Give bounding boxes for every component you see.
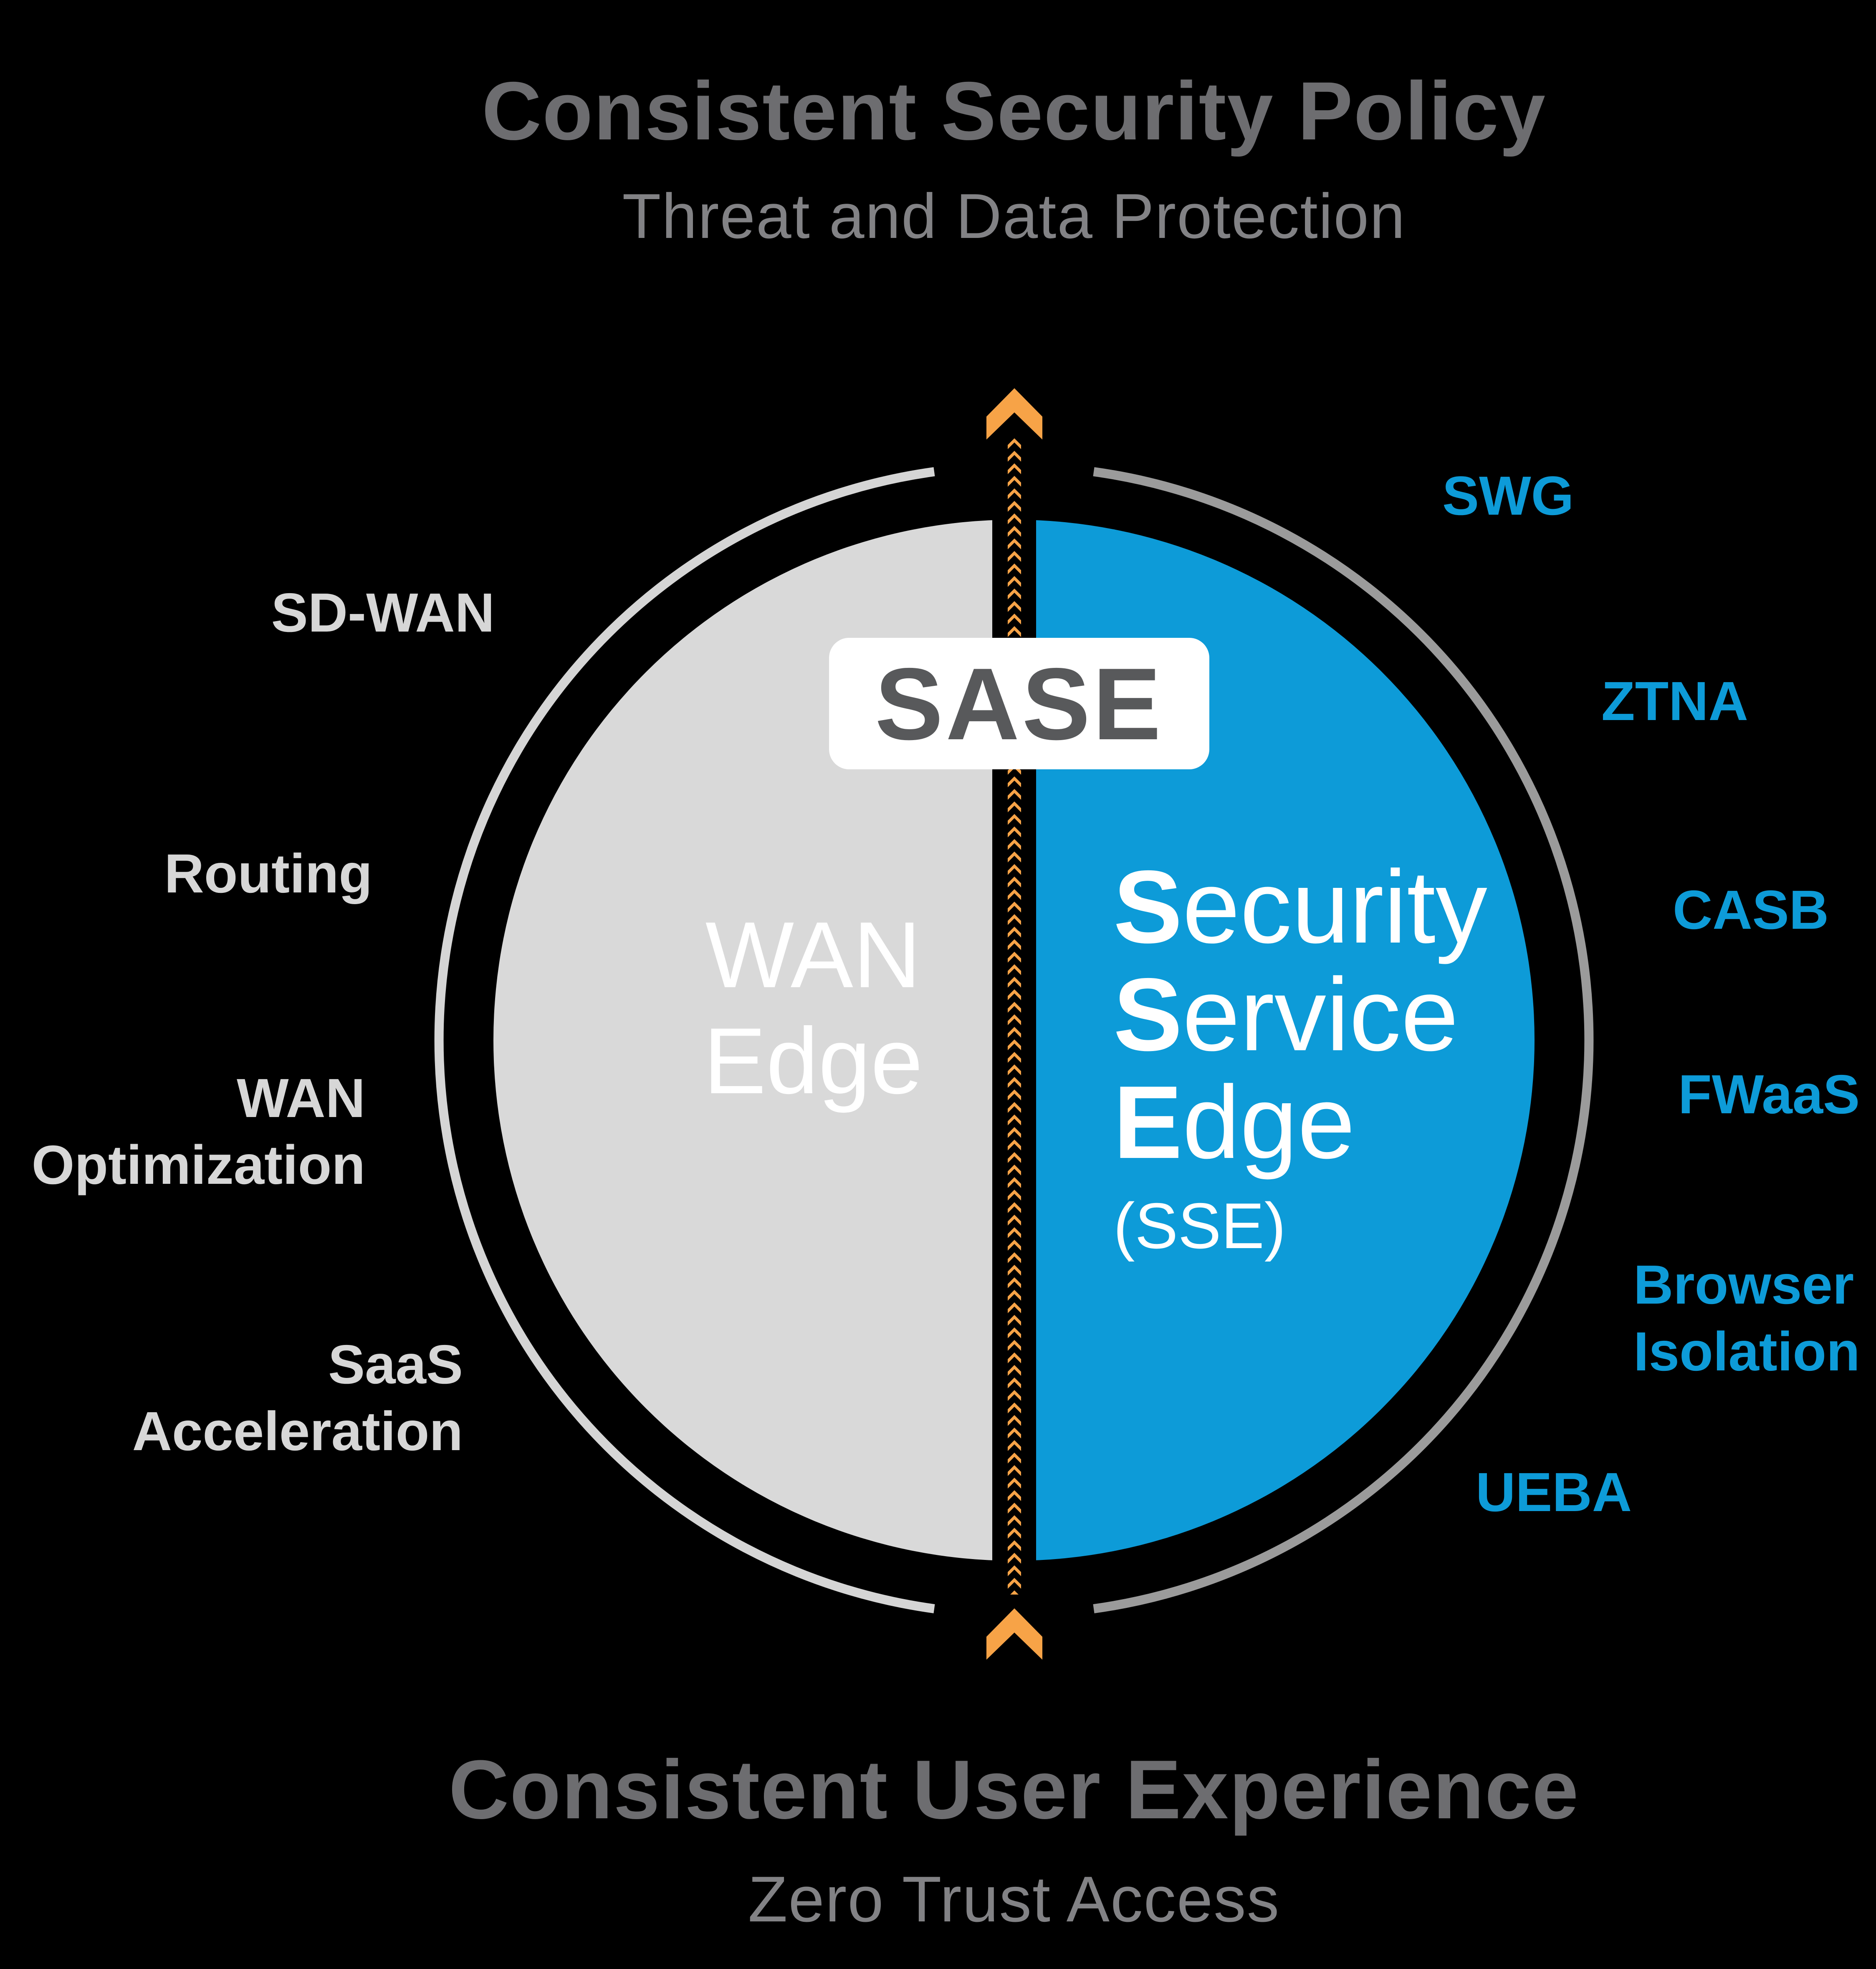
chevron-chain [986,438,1042,1595]
label-casb: CASB [1673,879,1829,940]
outer-ring-left-arc [434,467,935,1613]
label-ztna: ZTNA [1601,670,1748,732]
label-sd-wan: SD-WAN [271,582,495,643]
label-routing: Routing [164,843,372,904]
label-ueba: UEBA [1476,1461,1632,1523]
bottom-title: Consistent User Experience [448,1743,1580,1836]
wan-edge-line2: Edge [703,1008,923,1113]
arrowhead-top [986,388,1042,440]
outer-ring-right-arc [1093,467,1594,1613]
sse-line3: Edge [1113,1064,1355,1180]
sse-abbrev: (SSE) [1113,1190,1286,1262]
sse-line1: Security [1113,849,1487,965]
bottom-subtitle: Zero Trust Access [748,1863,1280,1935]
up-chevron-arrow-icon [986,388,1042,1660]
wan-edge-line1: WAN [705,902,921,1007]
top-subtitle: Threat and Data Protection [622,181,1406,252]
label-saas-acceleration: SaaS Acceleration [132,1334,463,1462]
arrowhead-bottom [986,1608,1042,1660]
wan-edge-label: WAN Edge [563,902,1064,1114]
label-browser-isolation: Browser Isolation [1633,1254,1860,1382]
sase-label: SASE [875,646,1164,761]
label-wan-optimization: WAN Optimization [31,1067,365,1196]
label-fwaas: FWaaS [1678,1064,1860,1125]
label-swg: SWG [1442,465,1574,526]
sse-line2: Service [1113,956,1459,1072]
sase-box: SASE [829,638,1209,769]
sse-label: Security Service Edge (SSE) [1113,853,1487,1259]
top-title: Consistent Security Policy [482,65,1546,157]
